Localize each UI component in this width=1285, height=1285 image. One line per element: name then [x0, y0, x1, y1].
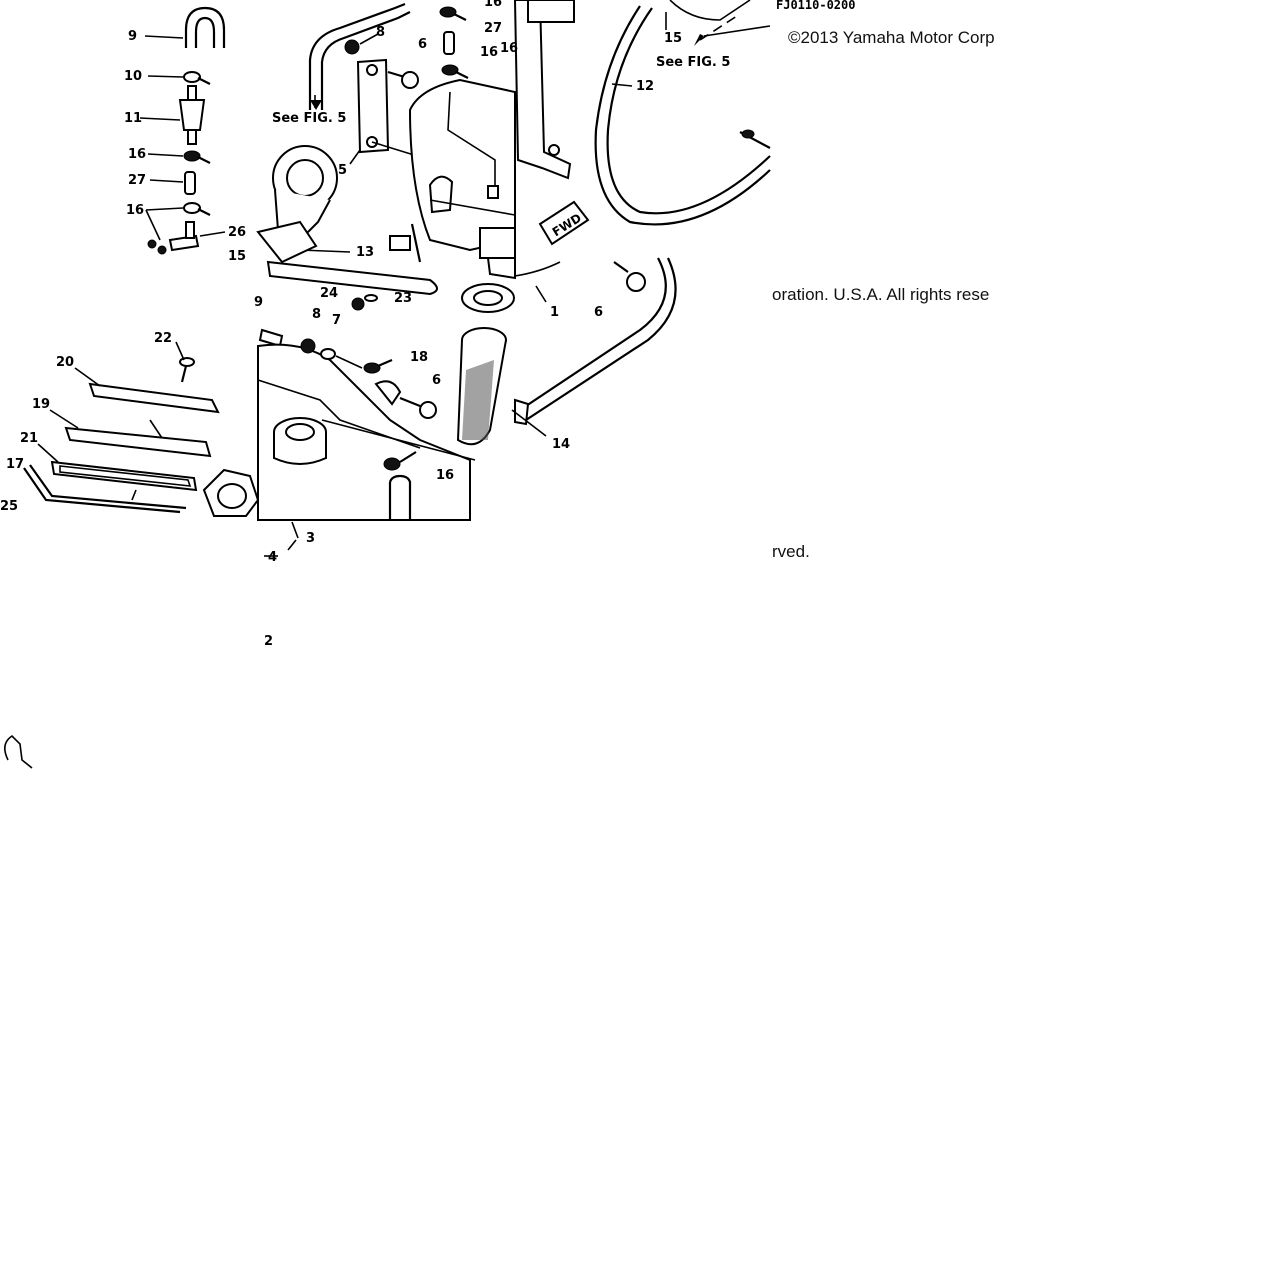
- filler-cap: [273, 417, 327, 465]
- hose-clip: [183, 71, 211, 85]
- callout: 6: [432, 373, 441, 388]
- callout: 1: [550, 305, 559, 320]
- bolt: [613, 261, 646, 292]
- callout: 16: [128, 147, 146, 162]
- callout: 24: [320, 286, 338, 301]
- callout-labels: 9 10 11 16 27 16 26 15 8 6 16 27 16 5 13…: [0, 0, 730, 649]
- callout: 23: [394, 291, 412, 306]
- callout: 25: [0, 499, 18, 514]
- callout: 9: [254, 295, 263, 310]
- callout: 26: [228, 225, 246, 240]
- callout: 10: [124, 69, 142, 84]
- fuel-spout: [456, 327, 507, 446]
- callout: 3: [306, 531, 315, 546]
- callout: 7: [332, 313, 341, 328]
- copyright-line-1: ©2013 Yamaha Motor Corp: [788, 28, 995, 47]
- callout: 2: [264, 634, 273, 649]
- callout: 9: [128, 29, 137, 44]
- fuel-tank-assembly: [256, 2, 516, 521]
- copyright-line-3: rved.: [772, 542, 810, 561]
- callout: 15: [664, 31, 682, 46]
- fuel-hose-assembly: [139, 6, 226, 255]
- fwd-label-plate: FWD: [538, 200, 590, 246]
- callout: 16: [436, 468, 454, 483]
- bolt: [387, 70, 419, 89]
- callout: 15: [228, 249, 246, 264]
- callout: 21: [20, 431, 38, 446]
- callout: 20: [56, 355, 74, 370]
- callout: 4: [268, 550, 277, 565]
- callout: 16: [480, 45, 498, 60]
- callout: 22: [154, 331, 172, 346]
- callout: 19: [32, 397, 50, 412]
- rear-hose-assembly: FWD: [513, 0, 771, 426]
- hose-clip: [183, 150, 211, 164]
- mounting-ring: [272, 145, 338, 242]
- callout: 5: [338, 163, 347, 178]
- callout: 6: [594, 305, 603, 320]
- see-fig-reference: See FIG. 5: [656, 55, 730, 70]
- callout: 16: [126, 203, 144, 218]
- callout: 16: [484, 0, 502, 10]
- copyright-line-2: oration. U.S.A. All rights rese: [772, 285, 990, 304]
- callout: 8: [376, 25, 385, 40]
- callout: 14: [552, 437, 570, 452]
- callout: 16: [500, 41, 518, 56]
- fuel-filter: [178, 85, 206, 145]
- screw: [179, 357, 195, 383]
- callout: 11: [124, 111, 142, 126]
- callout: 6: [418, 37, 427, 52]
- callout: 27: [484, 21, 502, 36]
- callout: 13: [356, 245, 374, 260]
- callout: 8: [312, 307, 321, 322]
- callout: 27: [128, 173, 146, 188]
- bolt: [258, 328, 284, 348]
- bolt: [399, 396, 437, 419]
- reed-plate-set: [4, 341, 260, 769]
- callout: 17: [6, 457, 24, 472]
- bracket-plate: [356, 58, 390, 154]
- hose-clamp: [514, 398, 530, 426]
- callout: 12: [636, 79, 654, 94]
- callout: 18: [410, 350, 428, 365]
- hose-clip: [183, 202, 211, 216]
- see-fig-reference: See FIG. 5: [272, 111, 346, 126]
- figure-code: FJ0110-0200: [776, 0, 856, 12]
- t-joint: [168, 221, 200, 252]
